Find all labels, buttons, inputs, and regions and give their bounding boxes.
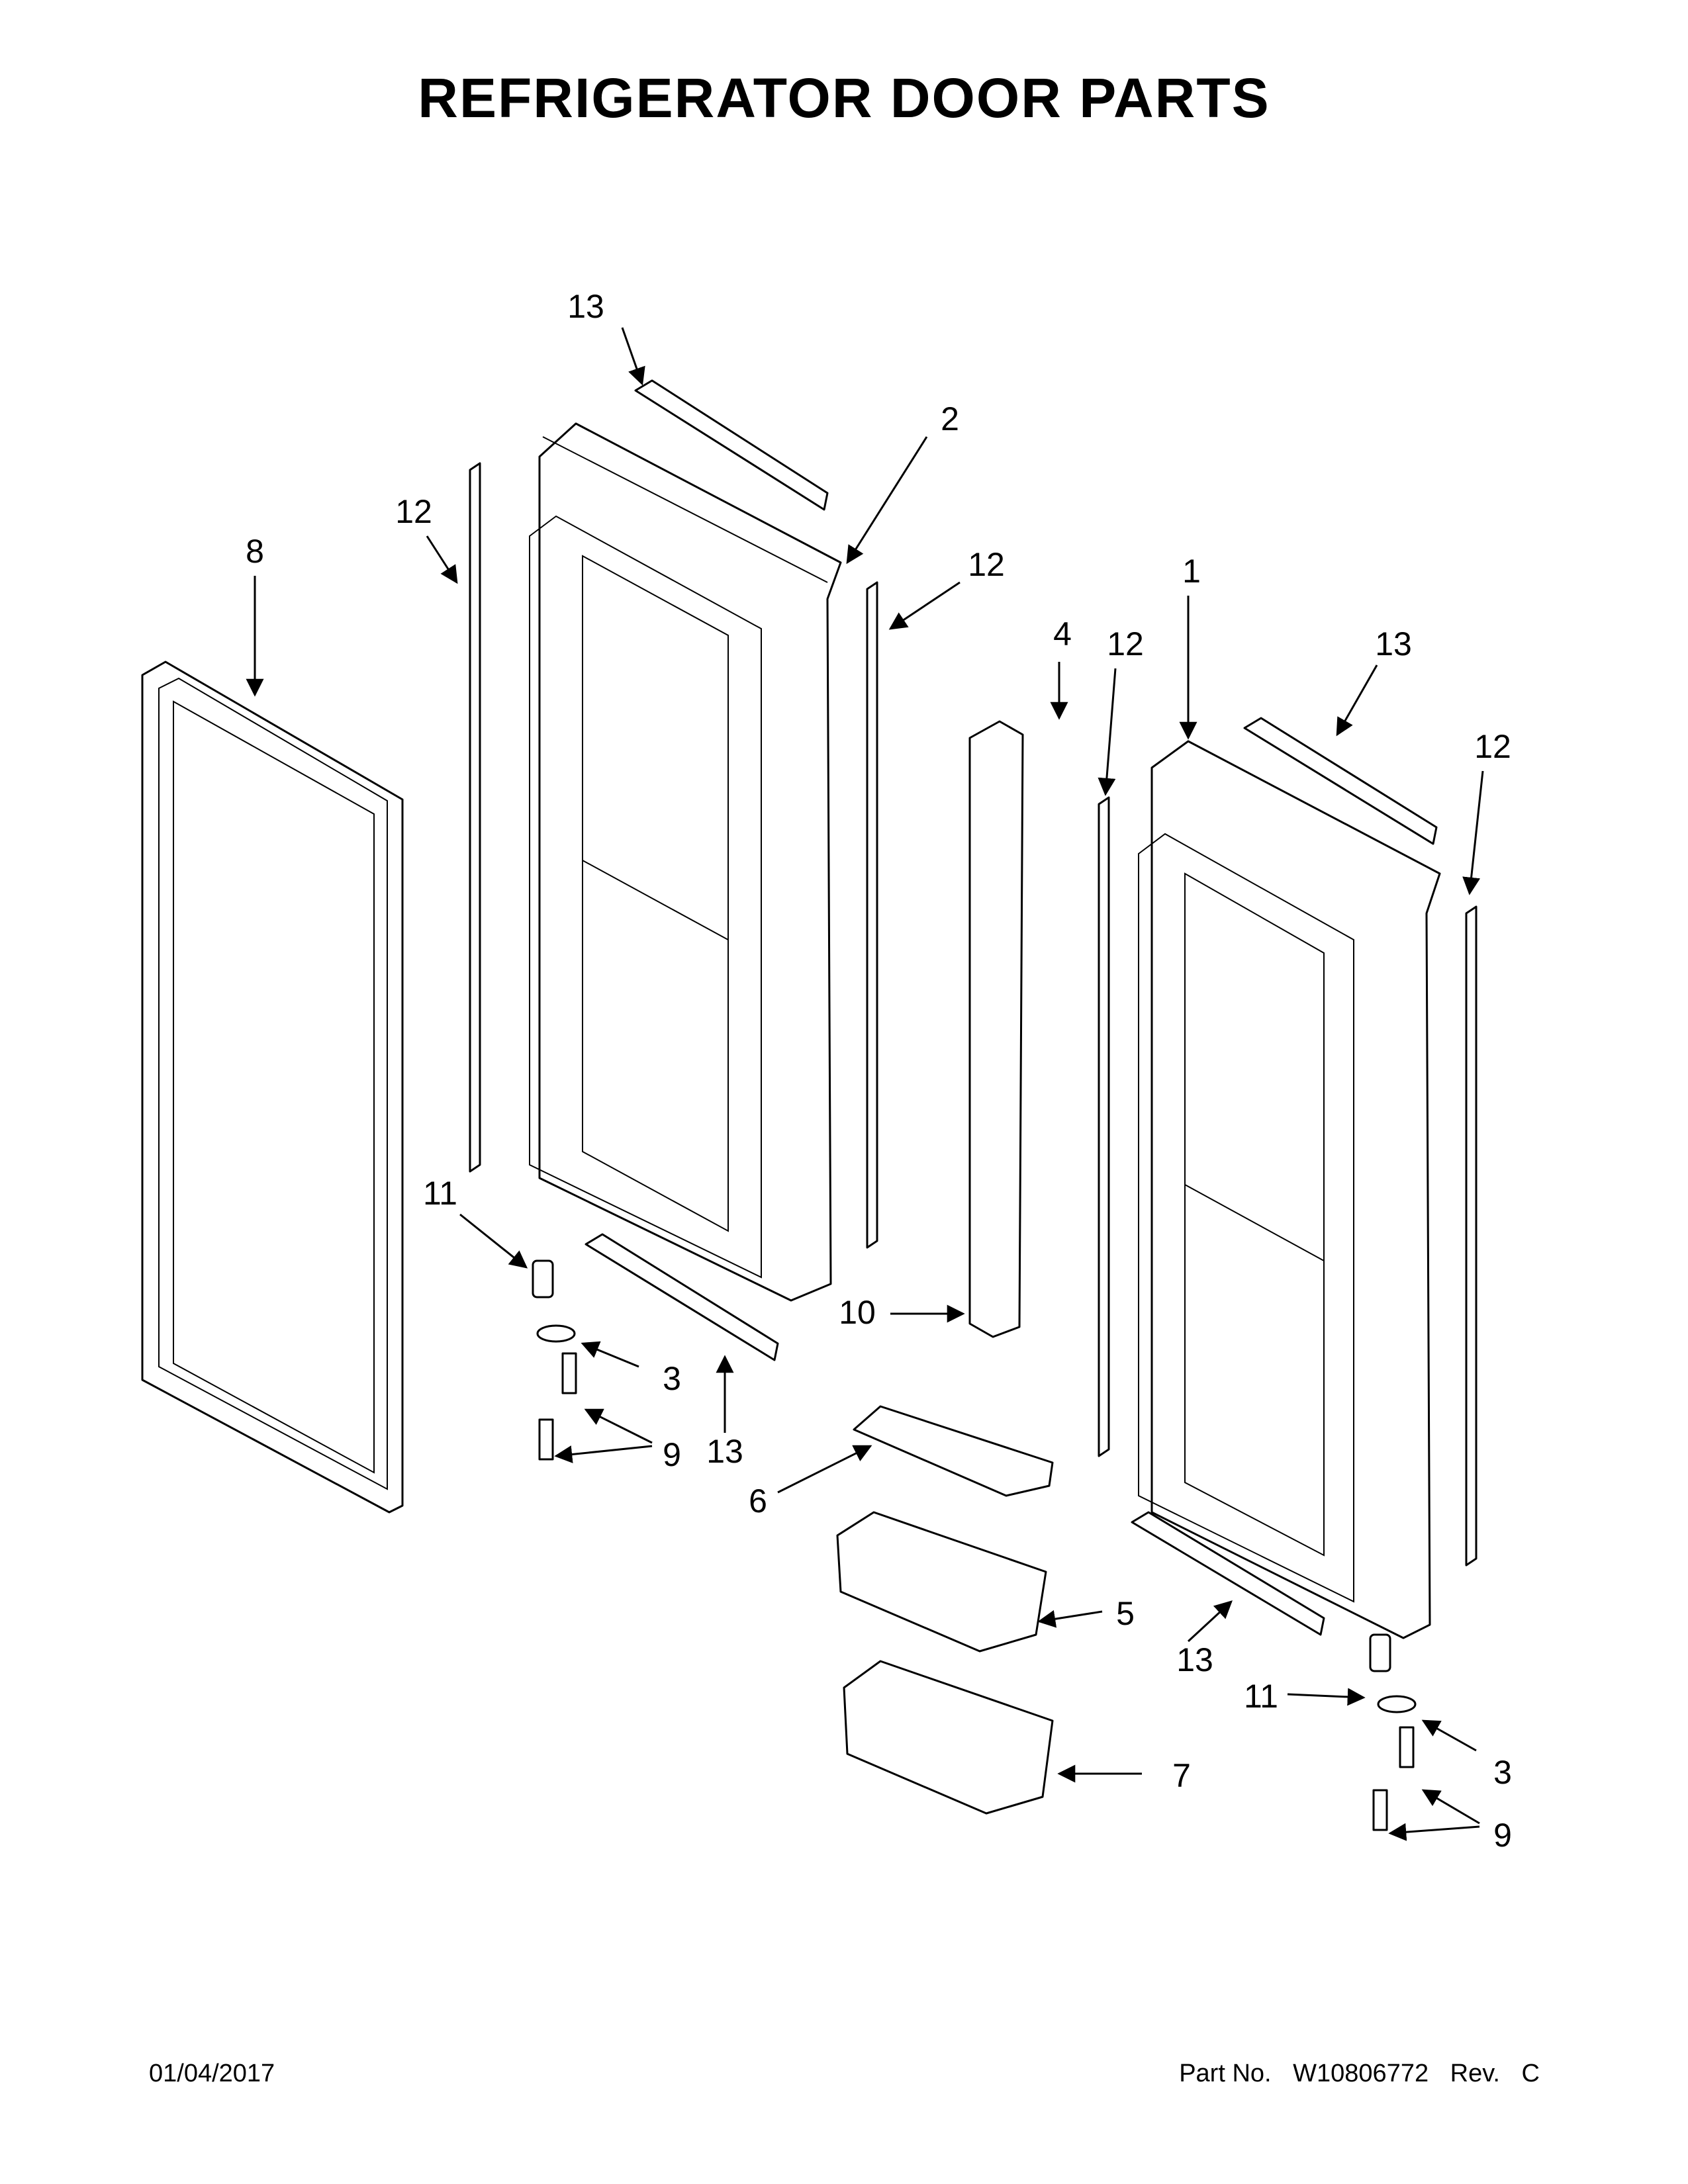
callout-12-mid: 12 <box>968 546 1005 583</box>
callout-11-right: 11 <box>1244 1678 1278 1715</box>
door-gasket <box>141 660 404 1514</box>
right-door-liner <box>1138 740 1441 1639</box>
callout-5: 5 <box>1116 1595 1135 1632</box>
page-title: REFRIGERATOR DOOR PARTS <box>418 67 1270 129</box>
callout-labels: 13 2 12 12 8 4 12 1 13 12 11 10 3 13 9 6… <box>246 288 1512 1854</box>
callout-12-center: 12 <box>1107 625 1144 662</box>
leader-arrows <box>246 327 1484 1841</box>
door-bin-large <box>843 1660 1054 1815</box>
door-trim-strips <box>469 462 1477 1567</box>
callout-3-right: 3 <box>1493 1754 1512 1791</box>
callout-2: 2 <box>941 400 959 437</box>
callout-13-bottom-left: 13 <box>706 1433 743 1470</box>
callout-7: 7 <box>1172 1757 1191 1794</box>
callout-3-left: 3 <box>663 1360 681 1397</box>
callout-12-left: 12 <box>395 493 432 530</box>
part-no-value: W10806772 <box>1293 2060 1429 2087</box>
callout-9-right: 9 <box>1493 1817 1512 1854</box>
callout-11-left: 11 <box>423 1175 457 1212</box>
footer-date: 01/04/2017 <box>149 2060 275 2087</box>
left-hinge-hardware <box>532 1259 577 1461</box>
callout-1: 1 <box>1182 553 1201 590</box>
right-hinge-hardware <box>1369 1633 1417 1831</box>
rev-value: C <box>1521 2060 1540 2087</box>
callout-10: 10 <box>839 1294 876 1331</box>
callout-13-top-right: 13 <box>1375 625 1412 662</box>
callout-6: 6 <box>749 1482 767 1520</box>
callout-8: 8 <box>246 533 264 570</box>
shelf <box>853 1405 1054 1497</box>
callout-13-bottom-right: 13 <box>1176 1641 1213 1678</box>
callout-4: 4 <box>1053 615 1072 653</box>
door-bin-small <box>836 1511 1047 1653</box>
door-end-caps <box>585 379 1438 1636</box>
callout-13-top-left: 13 <box>567 288 604 325</box>
left-door-liner <box>529 422 842 1302</box>
footer-part-number: Part No. W10806772 Rev. C <box>1179 2060 1540 2088</box>
callout-9-left: 9 <box>663 1436 681 1473</box>
callout-12-right: 12 <box>1474 728 1511 765</box>
part-no-label: Part No. <box>1179 2060 1272 2087</box>
rev-label: Rev. <box>1450 2060 1500 2087</box>
center-mullion <box>968 720 1024 1338</box>
